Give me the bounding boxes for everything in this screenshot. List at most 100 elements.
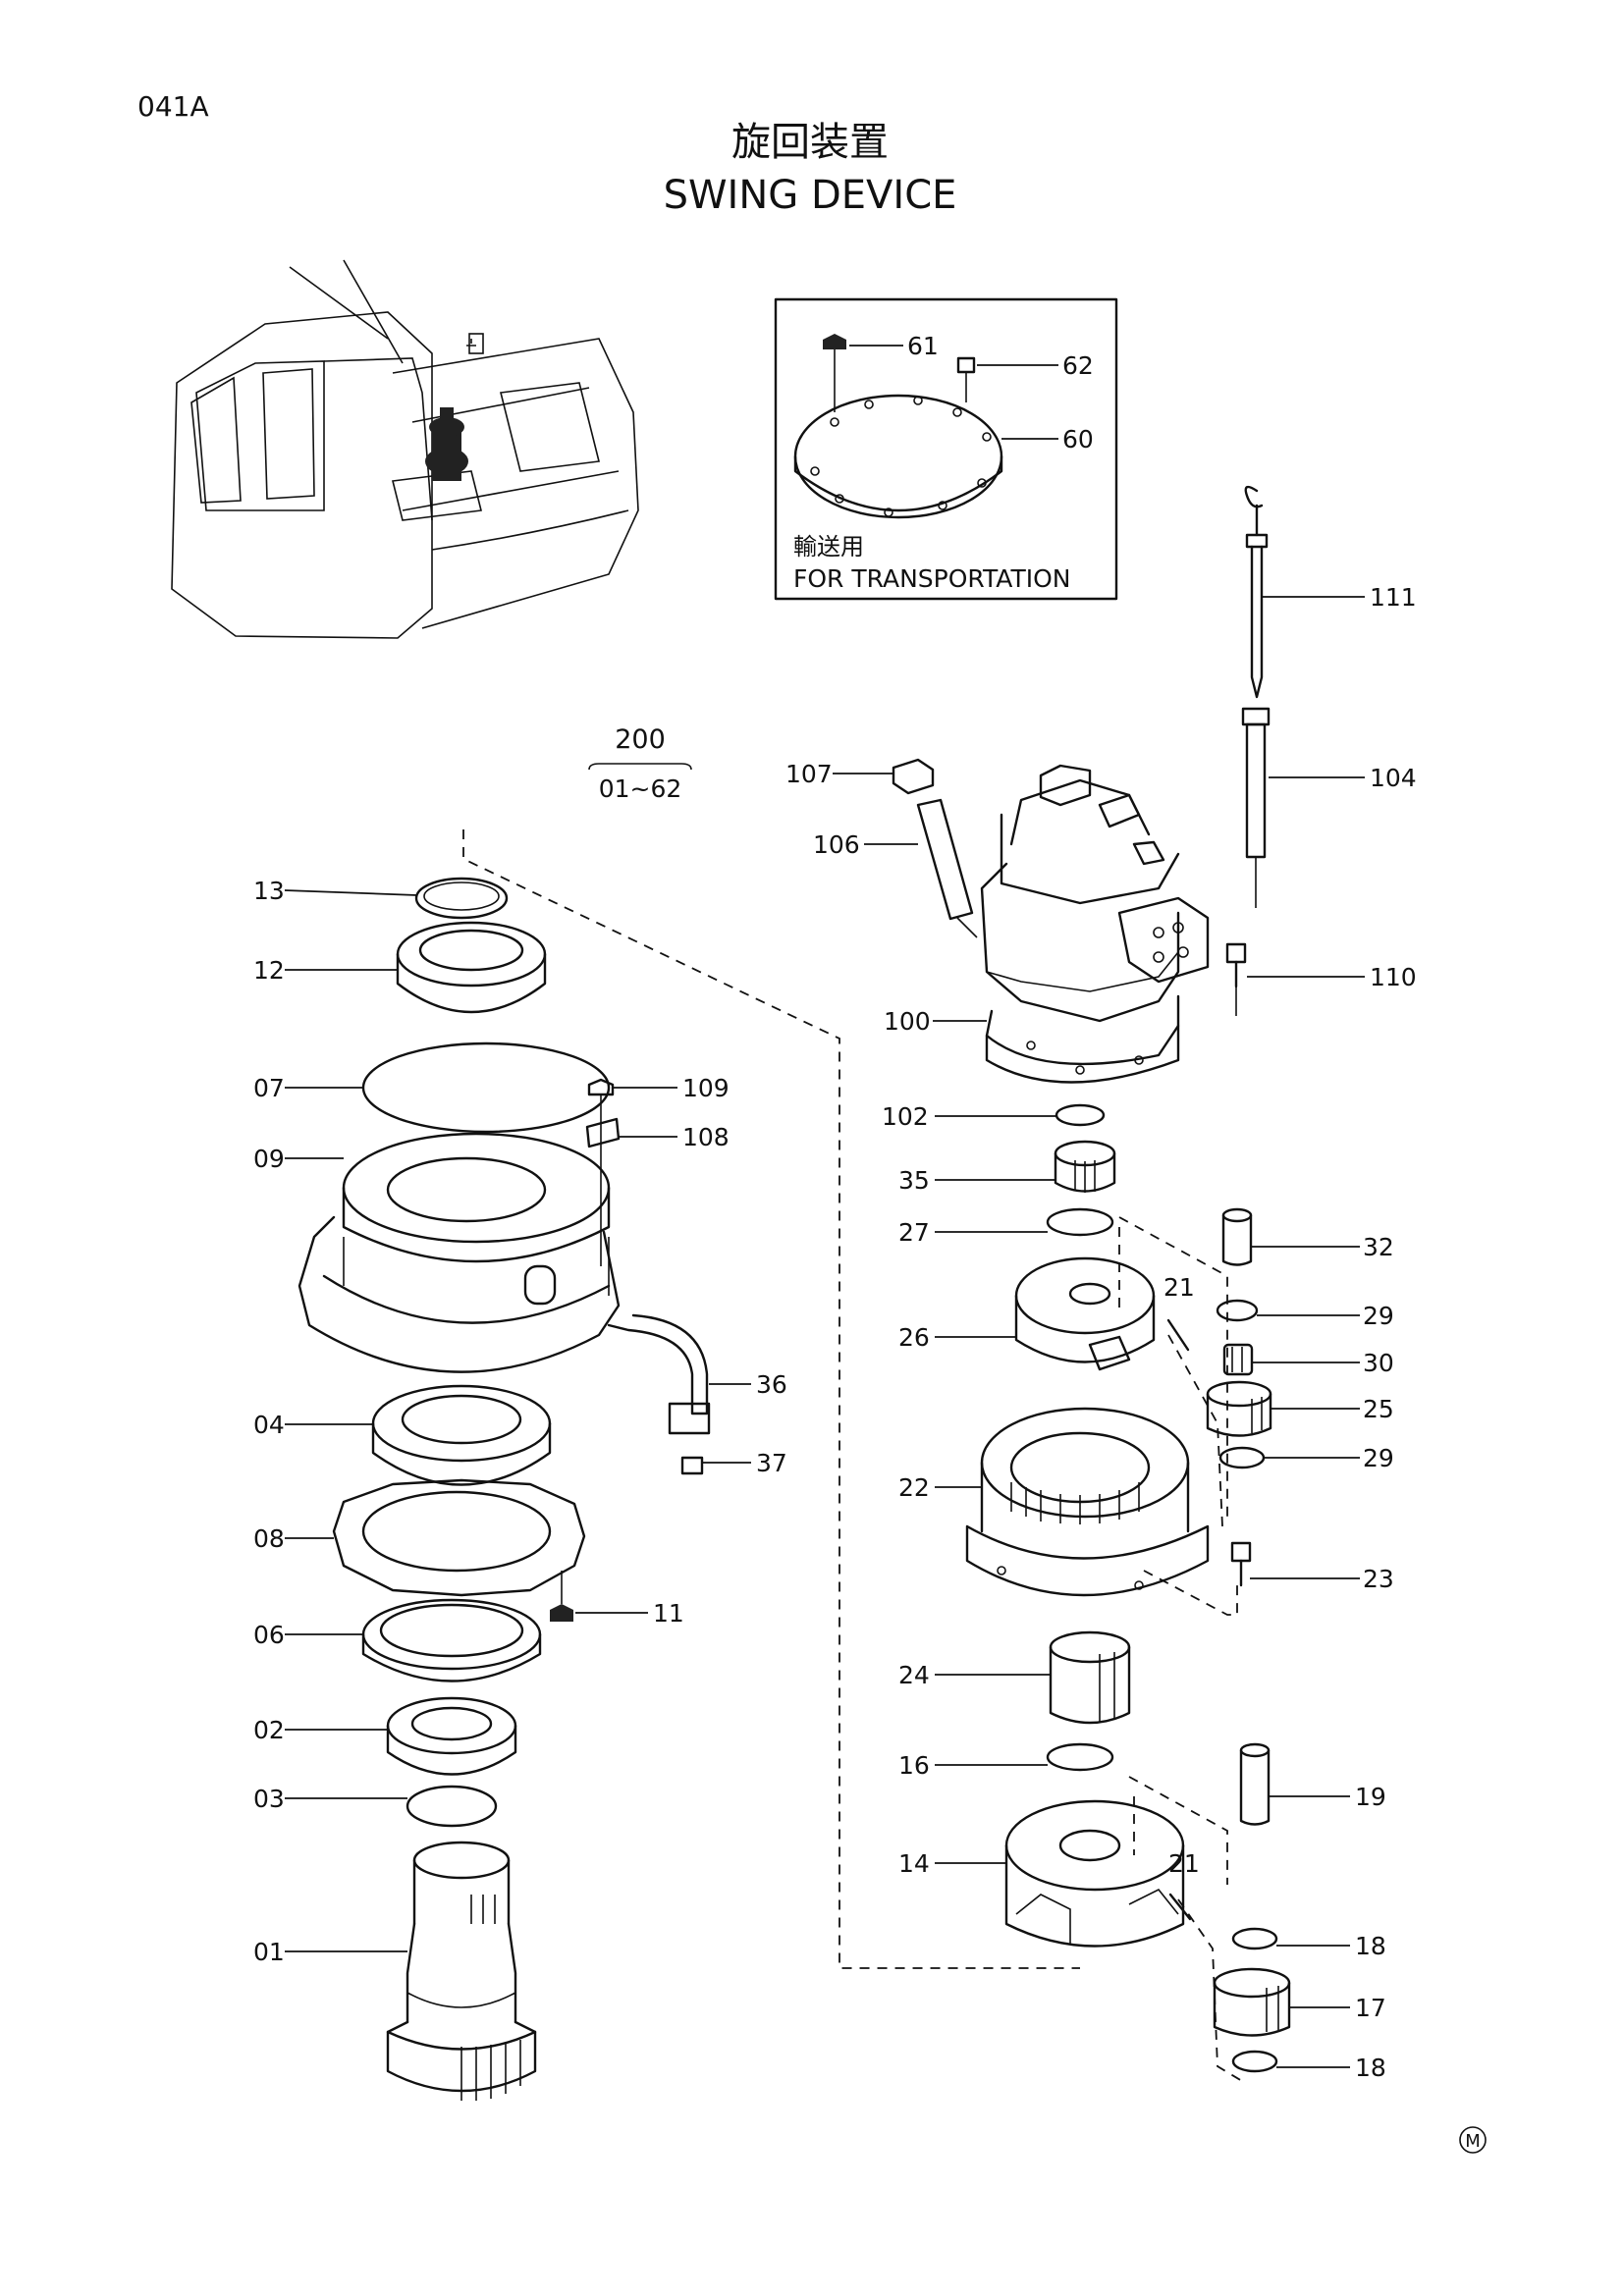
callout-03: 03	[253, 1785, 285, 1813]
callout-24: 24	[898, 1661, 930, 1689]
callout-26: 26	[898, 1323, 930, 1352]
part-07-o-ring	[361, 1041, 611, 1134]
assembly-group-line	[462, 829, 1080, 1969]
callout-14: 14	[898, 1849, 930, 1878]
transport-bolt	[823, 334, 846, 412]
callout-104: 104	[1370, 764, 1417, 792]
callout-25: 25	[1363, 1395, 1394, 1423]
excavator-locator-sketch	[171, 259, 639, 639]
callout-13: 13	[253, 877, 285, 905]
callout-60: 60	[1062, 425, 1094, 454]
part-09-housing	[298, 1132, 621, 1373]
m-mark: M	[1465, 2131, 1481, 2152]
part-12-bearing	[396, 921, 547, 1014]
part-110-bolt	[1225, 942, 1247, 1016]
callout-21-upper: 21	[1163, 1273, 1195, 1302]
part-29-ring-upper	[1216, 1299, 1259, 1322]
callout-01: 01	[253, 1938, 285, 1966]
callout-29-lower: 29	[1363, 1444, 1394, 1472]
callout-62: 62	[1062, 351, 1094, 380]
callout-22: 22	[898, 1473, 930, 1502]
part-23-bolt	[1143, 1541, 1252, 1616]
callout-12: 12	[253, 956, 285, 985]
part-17-planet-gear	[1213, 1967, 1291, 2037]
assembly-range: 01~62	[599, 774, 682, 803]
lower-carrier-guide	[1128, 1776, 1243, 2082]
callout-111: 111	[1370, 583, 1417, 612]
callout-17: 17	[1355, 1994, 1386, 2022]
part-26-carrier	[1014, 1256, 1156, 1371]
part-06-seal	[361, 1598, 542, 1682]
callout-61: 61	[907, 332, 939, 360]
inset-label-english: FOR TRANSPORTATION	[793, 564, 1071, 593]
callout-18-lower: 18	[1355, 2054, 1386, 2082]
transport-plug	[956, 356, 976, 402]
inset-label-japanese: 輸送用	[793, 533, 864, 561]
callout-109: 109	[682, 1074, 730, 1102]
part-21-pin-lower	[1168, 1893, 1192, 1921]
swing-device-location-marker	[425, 407, 468, 481]
part-30-needle-bearing	[1222, 1343, 1254, 1376]
callout-30: 30	[1363, 1349, 1394, 1377]
part-32-pin	[1221, 1207, 1253, 1266]
callout-18-upper: 18	[1355, 1932, 1386, 1960]
callout-08: 08	[253, 1524, 285, 1553]
m-mark-circle	[1459, 2126, 1487, 2154]
callout-100: 100	[884, 1007, 931, 1036]
part-108-plate	[585, 1117, 621, 1148]
callout-37: 37	[756, 1449, 787, 1477]
part-19-pin	[1239, 1742, 1271, 1826]
transportation-inset-box	[774, 297, 1118, 601]
callout-23: 23	[1363, 1565, 1394, 1593]
page-code: 041A	[137, 90, 209, 123]
part-03-shim	[406, 1785, 498, 1828]
part-104-pipe	[1241, 707, 1271, 908]
callout-36: 36	[756, 1370, 787, 1399]
upper-carrier-guide	[1118, 1216, 1228, 1522]
callout-16: 16	[898, 1751, 930, 1780]
callout-21-lower: 21	[1168, 1849, 1200, 1878]
callout-19: 19	[1355, 1783, 1386, 1811]
callout-107: 107	[785, 760, 833, 788]
callout-07: 07	[253, 1074, 285, 1102]
part-11-bolt	[550, 1571, 573, 1622]
part-04-bearing	[371, 1384, 552, 1486]
part-37-plug	[680, 1456, 704, 1475]
part-13-snap-ring	[414, 877, 509, 920]
callout-110: 110	[1370, 963, 1417, 991]
part-107-cap	[892, 758, 935, 795]
part-02-collar	[386, 1696, 517, 1776]
callout-29-upper: 29	[1363, 1302, 1394, 1330]
part-35-sun-gear	[1054, 1140, 1116, 1193]
part-14-carrier	[1004, 1799, 1185, 1948]
title-english: SWING DEVICE	[664, 173, 957, 218]
callout-04: 04	[253, 1411, 285, 1439]
callout-06: 06	[253, 1621, 285, 1649]
part-106-pipe	[916, 798, 978, 938]
title-japanese: 旋回装置	[731, 120, 889, 165]
callout-102: 102	[882, 1102, 929, 1131]
callout-11: 11	[653, 1599, 684, 1628]
callout-27: 27	[898, 1218, 930, 1247]
part-18-ring-upper	[1231, 1927, 1278, 1950]
assembly-bracket	[588, 763, 692, 771]
part-18-ring-lower	[1231, 2050, 1278, 2073]
callout-09: 09	[253, 1145, 285, 1173]
part-16-thrust-plate	[1046, 1742, 1114, 1772]
callout-108: 108	[682, 1123, 730, 1151]
part-21-pin-upper	[1166, 1318, 1190, 1352]
part-36-hose	[607, 1313, 711, 1435]
part-25-planet-gear	[1206, 1380, 1272, 1437]
part-01-pinion-shaft	[386, 1841, 537, 2101]
part-24-sun-gear	[1049, 1630, 1131, 1725]
part-27-thrust-plate	[1046, 1207, 1114, 1237]
callout-106: 106	[813, 830, 860, 859]
part-22-ring-gear	[965, 1407, 1210, 1597]
callout-35: 35	[898, 1166, 930, 1195]
transport-cover-plate	[793, 394, 1003, 519]
callout-32: 32	[1363, 1233, 1394, 1261]
part-100-swing-motor	[980, 764, 1210, 1084]
callout-02: 02	[253, 1716, 285, 1744]
